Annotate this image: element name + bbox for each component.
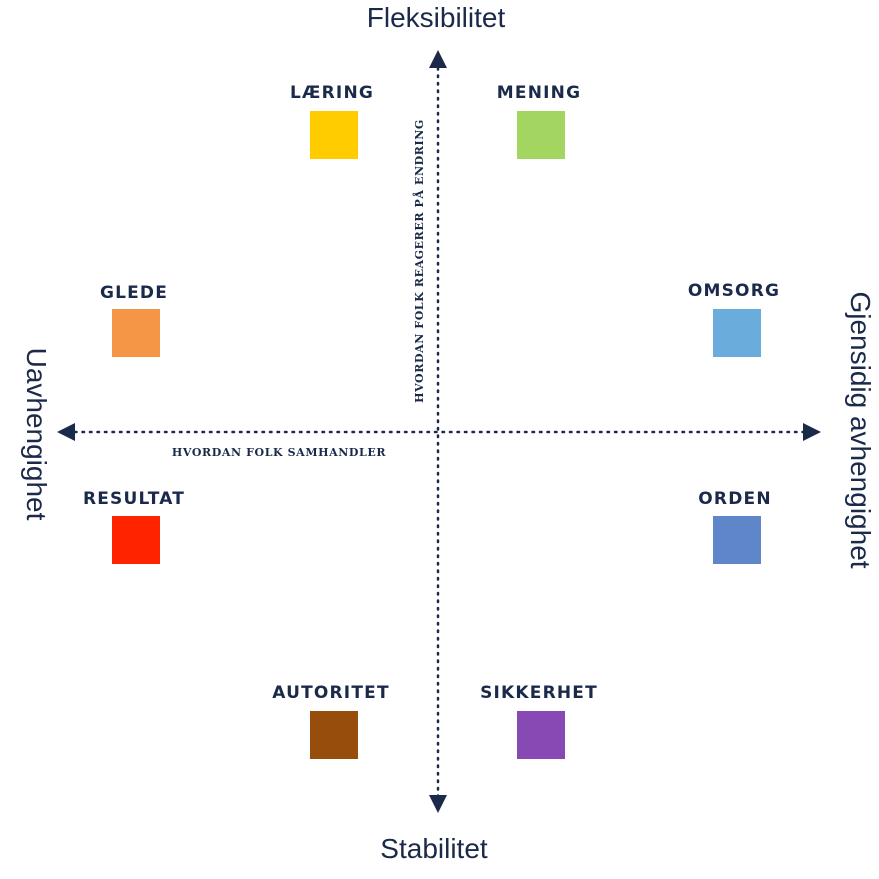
category-label: MENING bbox=[497, 83, 581, 103]
category-label: GLEDE bbox=[100, 283, 168, 303]
color-swatch bbox=[713, 516, 761, 564]
category-sikkerhet: SIKKERHET bbox=[480, 683, 598, 759]
color-swatch bbox=[517, 711, 565, 759]
axis-title-bottom: Stabilitet bbox=[380, 833, 488, 864]
category-label: SIKKERHET bbox=[480, 683, 598, 703]
category-orden: ORDEN bbox=[698, 489, 772, 564]
axis-title-top: Fleksibilitet bbox=[367, 2, 506, 33]
arrow-down-icon bbox=[429, 795, 447, 813]
vertical-axis-caption: HVORDAN FOLK REAGERER PÅ ENDRING bbox=[412, 119, 426, 403]
category-omsorg: OMSORG bbox=[688, 281, 780, 357]
color-swatch bbox=[517, 111, 565, 159]
category-mening: MENING bbox=[497, 83, 581, 159]
color-swatch bbox=[713, 309, 761, 357]
category-resultat: RESULTAT bbox=[83, 489, 185, 564]
axis-title-right: Gjensidig avhengighet bbox=[845, 291, 876, 568]
category-label: RESULTAT bbox=[83, 489, 185, 509]
category-label: ORDEN bbox=[698, 489, 772, 509]
color-swatch bbox=[112, 516, 160, 564]
category-glede: GLEDE bbox=[100, 283, 168, 357]
color-swatch bbox=[310, 711, 358, 759]
category-label: OMSORG bbox=[688, 281, 780, 301]
category-laering: LÆRING bbox=[290, 83, 374, 159]
category-label: LÆRING bbox=[290, 83, 374, 103]
arrow-left-icon bbox=[57, 423, 75, 441]
category-autoritet: AUTORITET bbox=[272, 683, 390, 759]
arrow-right-icon bbox=[803, 423, 821, 441]
category-label: AUTORITET bbox=[272, 683, 390, 703]
horizontal-axis-caption: HVORDAN FOLK SAMHANDLER bbox=[172, 446, 386, 459]
axis-title-left: Uavhengighet bbox=[21, 348, 52, 521]
arrow-up-icon bbox=[429, 50, 447, 68]
color-swatch bbox=[112, 309, 160, 357]
color-swatch bbox=[310, 111, 358, 159]
